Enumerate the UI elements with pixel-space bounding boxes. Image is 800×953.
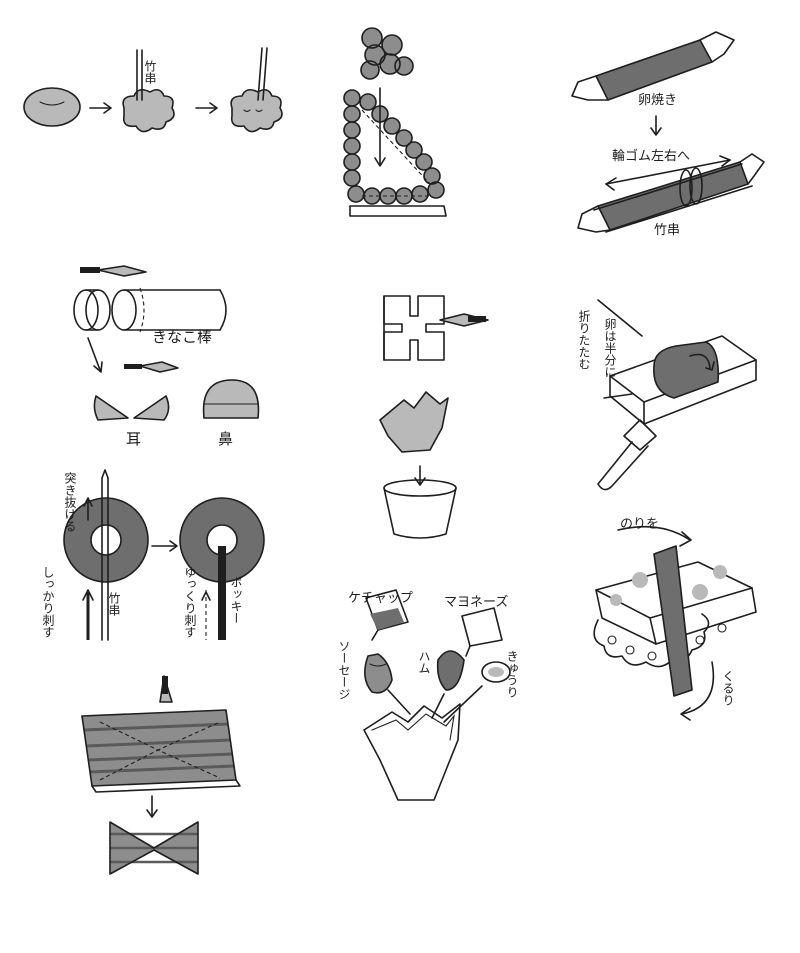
right-arrow-icon [151, 540, 178, 552]
down-arrow-icon [414, 465, 426, 486]
kinako-bar-label: きなこ棒 [152, 328, 212, 346]
panel-donut-skewer: 突き抜ける しっかり刺す 竹串 ゆっくり刺す ポッキー [41, 469, 265, 641]
down-arrow-icon [650, 115, 662, 136]
kururi-label: くるり [721, 670, 735, 706]
skewer-label-right: 竹串 [654, 223, 680, 238]
ketchup-label: ケチャップ [348, 591, 413, 606]
cucumber-label: きゅうり [505, 650, 519, 698]
pocky-label: ポッキー [229, 576, 243, 624]
panel-striped-board [81, 675, 241, 875]
insert-firmly-label: しっかり刺す [41, 566, 55, 638]
panel-kinako-bar: きなこ棒 耳 鼻 [73, 265, 260, 448]
nori-label: のりを [620, 517, 659, 532]
skewer-icon [136, 49, 143, 101]
knife-icon [159, 675, 173, 703]
tamagoyaki-label: 卵焼き [638, 93, 677, 108]
knife-icon [80, 265, 147, 277]
ear-label: 耳 [126, 430, 141, 448]
right-arrow-icon [89, 102, 112, 114]
knife-icon [124, 361, 179, 373]
panel-flower-skewer: 竹串 [23, 47, 283, 133]
panel-cube-cup [379, 295, 489, 539]
panel-filled-cup: ケチャップ マヨネーズ ソーセージ ハム きゅうり [337, 589, 519, 801]
panel-ball-triangle [343, 27, 447, 217]
insert-slowly-label: ゆっくり刺す [183, 566, 197, 638]
ham-label: ハム [417, 650, 431, 674]
skewer-label: 竹串 [143, 60, 157, 84]
right-arrow-icon [195, 102, 218, 114]
skewer-label-mid: 竹串 [107, 592, 121, 616]
fold-half-label: 卵は半分に [603, 318, 617, 378]
fold-over-label: 折りたたむ [577, 309, 591, 370]
knife-icon [439, 313, 489, 327]
panel-nori-wrap: のりを くるり [593, 517, 757, 721]
sausage-label: ソーセージ [337, 640, 351, 700]
poke-through-label: 突き抜ける [63, 471, 77, 532]
panel-frying-pan: 卵は半分に 折りたたむ [577, 299, 757, 491]
down-arrow-icon [146, 795, 158, 818]
nose-label: 鼻 [218, 430, 233, 448]
rubber-band-label: 輪ゴム左右へ [612, 148, 690, 164]
panel-tamagoyaki-roll: 卵焼き 輪ゴム左右へ 竹串 [571, 31, 765, 238]
mayonnaise-label: マヨネーズ [444, 594, 508, 610]
